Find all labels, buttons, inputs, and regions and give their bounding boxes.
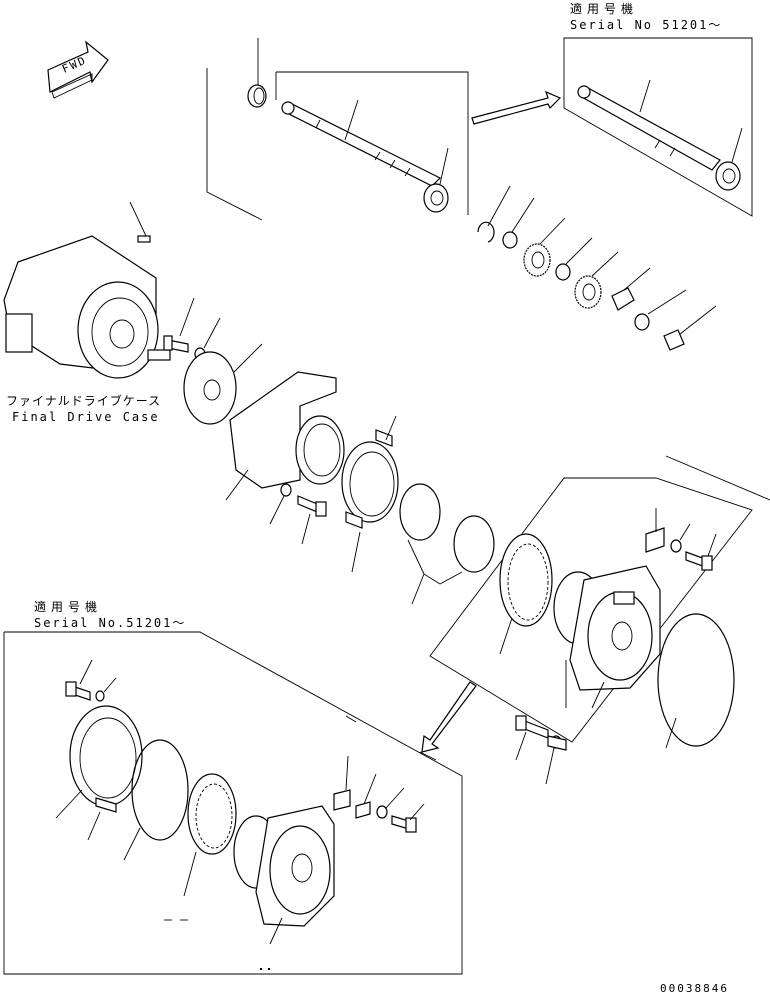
variant-o-ring: [123, 739, 189, 861]
variant-arrow: [471, 90, 562, 125]
spacer-plate: [183, 343, 263, 425]
bottom-serial-label-en: Serial No.51201〜: [34, 616, 187, 630]
variant-bracket-bolt: [333, 755, 425, 833]
cover-variant-box: [3, 631, 463, 975]
top-serial-label-jp: 適用号機: [570, 2, 639, 16]
top-serial-label-en: Serial No 51201〜: [570, 18, 723, 32]
variant-arrow-down: [421, 681, 477, 753]
variant-seal-ring: [183, 773, 237, 897]
cover-seal-ring: [499, 533, 553, 655]
bushings: [399, 483, 495, 605]
gear-stack: [477, 185, 717, 351]
final-drive-label-en: Final Drive Case: [12, 410, 160, 424]
drive-shaft: [281, 99, 442, 187]
variant-retainer: [55, 705, 143, 841]
collar: [247, 38, 267, 108]
case-bolt: [163, 297, 221, 361]
cover-bracket-bolt: [645, 508, 717, 571]
reference-marks: [164, 919, 270, 970]
shaft-group-outline: [206, 68, 469, 221]
final-drive-cover: [553, 565, 661, 709]
cover-bottom-bolt: [515, 715, 567, 785]
axle-housing: [225, 371, 345, 501]
variant-bolt: [65, 659, 117, 702]
cover-group-outline: [429, 455, 770, 743]
fwd-arrow: [47, 40, 109, 99]
variant-cover: [233, 805, 335, 945]
final-drive-label-jp: ファイナルドライブケース: [6, 394, 162, 408]
shaft-variant-box: [563, 37, 753, 217]
housing-bolt: [269, 483, 327, 545]
bottom-serial-label-jp: 適用号機: [34, 600, 103, 614]
shaft-seal: [423, 147, 449, 213]
drawing-number: 00038846: [660, 982, 729, 995]
cover-o-ring: [657, 613, 735, 749]
final-drive-case: [3, 201, 171, 379]
seal-ring: [341, 415, 399, 573]
